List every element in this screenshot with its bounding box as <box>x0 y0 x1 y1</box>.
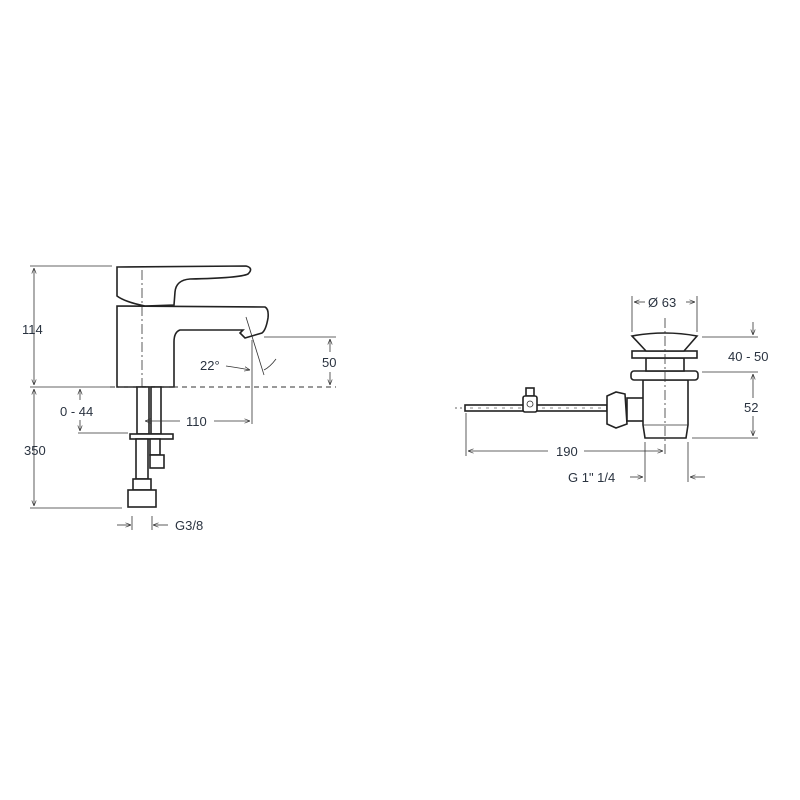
faucet-hose-collar <box>132 478 152 491</box>
dim-angle: 22° <box>200 358 220 373</box>
dim-spout-reach: 110 <box>186 414 207 429</box>
dim-plug-adjust: 40 - 50 <box>728 349 768 364</box>
dim-thread-waste: G 1" 1/4 <box>568 470 615 485</box>
rod-clamp <box>522 395 538 413</box>
dim-total-length: 350 <box>24 443 46 458</box>
faucet-hose-nut <box>127 489 157 508</box>
dim-body-height: 52 <box>744 400 758 415</box>
waste-rod-nut <box>606 391 628 429</box>
waste-body <box>642 379 689 439</box>
dim-spout-height: 50 <box>322 355 336 370</box>
faucet-rod <box>150 386 162 435</box>
faucet-shank <box>136 386 150 435</box>
waste-drawing: Ø 63 40 - 50 52 190 G 1" 1/4 <box>455 295 768 485</box>
angle-line <box>245 316 265 376</box>
waste-flange <box>631 350 698 359</box>
dim-deck-thickness: 0 - 44 <box>60 404 93 419</box>
faucet-rod-fitting <box>149 454 165 469</box>
faucet-body <box>116 305 269 388</box>
dim-diameter: Ø 63 <box>648 295 676 310</box>
dim-height-body: 114 <box>22 322 43 337</box>
faucet-handle <box>116 265 252 307</box>
waste-plug-cap <box>630 332 699 352</box>
faucet-rod-lower <box>149 438 161 456</box>
faucet-hose <box>135 438 149 480</box>
rod-clamp-screw <box>525 387 535 397</box>
faucet-drawing: 114 350 0 - 44 110 22° 50 G3/8 <box>22 265 336 533</box>
dim-thread-faucet: G3/8 <box>175 518 203 533</box>
waste-flange-ring <box>630 370 699 381</box>
dim-rod-length: 190 <box>556 444 578 459</box>
